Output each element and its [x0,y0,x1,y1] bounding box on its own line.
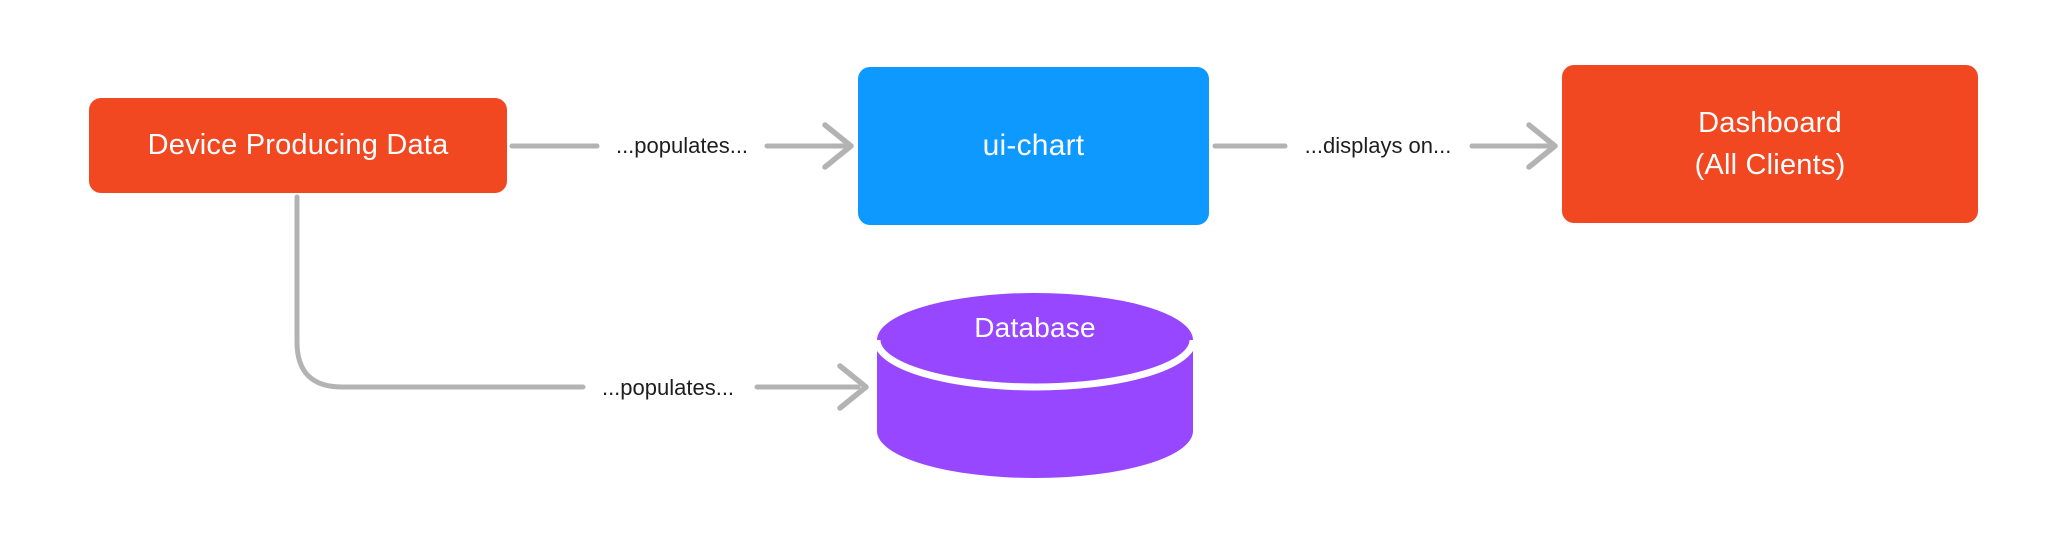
connector-uichart-to-dashboard [1212,122,1558,170]
cylinder-lid-divider [873,339,1197,391]
arrowhead-icon [822,122,854,170]
node-ui-chart: ui-chart [858,67,1209,225]
node-label-line1: Dashboard [1698,106,1842,139]
edge-label-populates-bottom: ...populates... [601,375,735,400]
edge-label-displays-on: ...displays on... [1304,133,1452,158]
database-cylinder [873,293,1197,478]
connector-elbow-line [294,194,586,390]
edge-label-populates-top: ...populates... [615,133,749,158]
connector-device-to-uichart [509,122,854,170]
node-database-label: Database [974,312,1096,343]
node-label: Dashboard (All Clients) [1695,102,1846,186]
node-label: ui-chart [982,129,1085,163]
node-device-producing-data: Device Producing Data [89,98,507,193]
arrowhead-icon [837,363,869,411]
node-label: Device Producing Data [147,129,449,162]
arrowhead-icon [1526,122,1558,170]
connector-device-to-database [294,194,869,411]
node-label-line2: (All Clients) [1694,149,1846,181]
node-dashboard-all-clients: Dashboard (All Clients) [1562,65,1978,223]
